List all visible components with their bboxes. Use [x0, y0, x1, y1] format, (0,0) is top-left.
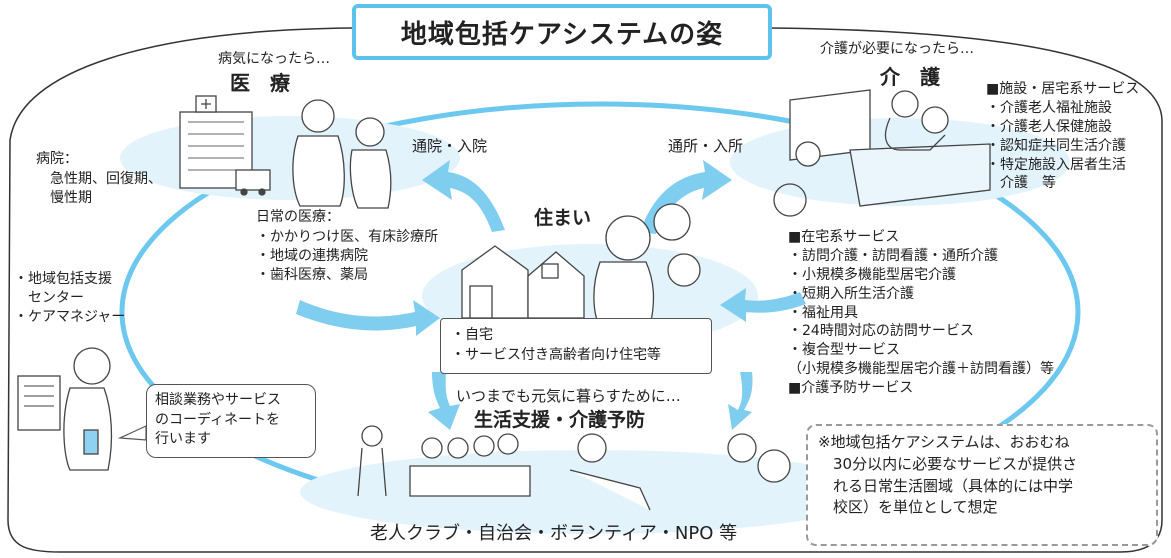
facility-service-item: ・介護老人保健施設: [986, 118, 1112, 135]
care-heading: 介 護: [880, 65, 940, 89]
facility-arrow-label: 通所・入所: [668, 137, 744, 155]
home-service-item: ・複合型サービス: [788, 342, 900, 359]
hospital-title: 病院：: [36, 151, 78, 167]
facility-service-item: ・介護老人福祉施設: [986, 99, 1112, 116]
facility-services-title: ■施設・居宅系サービス: [986, 81, 1140, 97]
speech-line: のコーディネートを: [155, 411, 281, 428]
doctor-nurse-icon: [292, 99, 392, 209]
hospital-item: 急性期、回復期、: [50, 171, 162, 187]
medical-heading: 医 療: [230, 71, 290, 95]
left-panel-list: ・地域包括支援 センター ・ケアマネジャー: [14, 270, 125, 327]
arrow-to-home-left: [296, 300, 440, 336]
outer-frame: [7, 27, 1163, 553]
home-service-item: （小規模多機能型居宅介護＋訪問看護）等: [788, 361, 1054, 378]
facility-service-item: ・特定施設入居者生活: [986, 156, 1126, 173]
family-icon: [593, 203, 701, 327]
seniors-activity-icon: [357, 425, 791, 511]
note-line: 30分以内に必要なサービスが提供さ: [818, 454, 1078, 473]
arrow-to-home-right: [720, 288, 806, 322]
daily-care-item: ・歯科医療、薬局: [256, 266, 368, 283]
home-service-item: ・小規模多機能型居宅介護: [788, 266, 956, 283]
facility-services-list: ■施設・居宅系サービス ・介護老人福祉施設 ・介護老人保健施設 ・認知症共同生活…: [986, 80, 1139, 193]
left-panel-item: ・ケアマネジャー: [14, 308, 126, 325]
home-service-item: ・24時間対応の訪問サービス: [788, 323, 974, 340]
left-panel-item: センター: [14, 289, 84, 306]
home-item: ・サービス付き高齢者向け住宅等: [451, 347, 661, 364]
hospital-list: 急性期、回復期、 慢性期: [50, 170, 162, 208]
left-panel-item: ・地域包括支援: [14, 271, 112, 287]
home-services-list: ■在宅系サービス ・訪問介護・訪問看護・通所介護 ・小規模多機能型居宅介護 ・短…: [788, 228, 1054, 398]
support-lead: いつまでも元気に暮らすために…: [456, 387, 681, 405]
prevention-services-title: ■介護予防サービス: [788, 380, 914, 397]
home-item: ・自宅: [451, 327, 493, 343]
speech-line: 行います: [155, 431, 211, 448]
diagram-title: 地域包括ケアシステムの姿: [352, 4, 772, 60]
medical-area: [120, 116, 460, 200]
consultation-speech-bubble: 相談業務やサービス のコーディネートを 行います: [146, 384, 316, 458]
arrow-from-support: [728, 372, 753, 430]
medical-lead: 病気になったら…: [218, 51, 330, 67]
daily-care-list: ・かかりつけ医、有床診療所 ・地域の連携病院 ・歯科医療、薬局: [256, 228, 438, 285]
hospital-item: 慢性期: [50, 189, 92, 206]
home-box: ・自宅 ・サービス付き高齢者向け住宅等: [440, 318, 712, 374]
daily-care-item: ・かかりつけ医、有床診療所: [256, 229, 439, 245]
home-service-item: ・福祉用具: [788, 304, 858, 321]
note-box: ※地域包括ケアシステムは、おおむね 30分以内に必要なサービスが提供さ れる日常…: [806, 424, 1158, 546]
note-line: 校区）を単位として想定: [818, 498, 998, 517]
note-line: ※地域包括ケアシステムは、おおむね: [818, 433, 1070, 451]
home-service-item: ・訪問介護・訪問看護・通所介護: [788, 247, 998, 264]
care-manager-icon: [17, 347, 113, 471]
speech-line: 相談業務やサービス: [155, 392, 281, 408]
home-service-item: ・短期入所生活介護: [788, 285, 914, 302]
home-heading: 住まい: [534, 207, 592, 229]
facility-service-item: ・認知症共同生活介護: [986, 137, 1126, 154]
speech-tail: [117, 425, 147, 441]
bottom-label: 老人クラブ・自治会・ボランティア・NPO 等: [370, 523, 738, 544]
hospital-arrow-label: 通院・入院: [412, 137, 488, 155]
daily-care-item: ・地域の連携病院: [256, 247, 368, 264]
facility-service-item: 介護 等: [986, 175, 1056, 192]
daily-care-title: 日常の医療：: [256, 209, 340, 225]
home-services-title: ■在宅系サービス: [788, 229, 900, 245]
care-facility-icon: [773, 89, 991, 217]
note-line: れる日常生活圏域（具体的には中学: [818, 476, 1074, 495]
support-heading: 生活支援・介護予防: [474, 409, 646, 431]
arrow-to-hospital: [422, 160, 505, 232]
arrow-to-support: [428, 372, 460, 430]
hospital-icon: [179, 95, 271, 196]
care-lead: 介護が必要になったら…: [820, 41, 974, 57]
house-icon: [461, 245, 585, 319]
